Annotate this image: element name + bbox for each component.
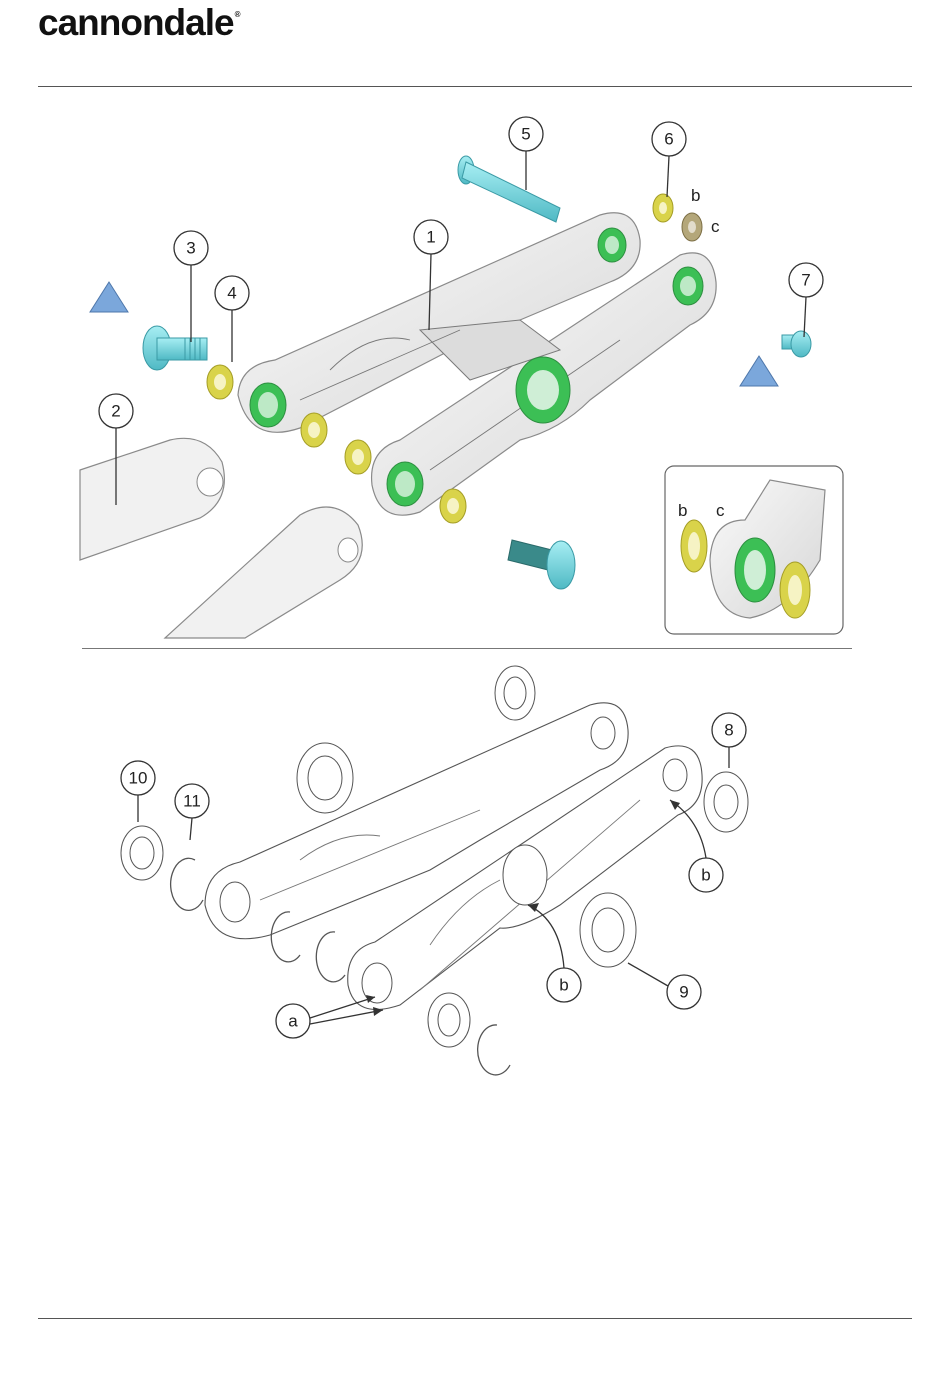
- label-b-top: b: [691, 186, 700, 205]
- bolt-7: [782, 331, 811, 357]
- svg-text:3: 3: [186, 239, 195, 258]
- bolt-3: [143, 326, 207, 370]
- svg-text:10: 10: [129, 769, 148, 788]
- svg-text:b: b: [559, 976, 568, 995]
- svg-text:b: b: [701, 866, 710, 885]
- svg-text:a: a: [288, 1012, 298, 1031]
- rocker-link: [238, 213, 716, 515]
- svg-text:4: 4: [227, 284, 236, 303]
- callout-b-lower-left: b: [547, 968, 581, 1002]
- warning-triangle-left: [90, 282, 128, 312]
- callout-5: 5: [509, 117, 543, 151]
- callout-11: 11: [175, 784, 209, 818]
- svg-text:6: 6: [664, 130, 673, 149]
- inset-detail: [665, 466, 843, 634]
- callout-2: 2: [99, 394, 133, 428]
- bolt-lower: [508, 540, 575, 589]
- link-line-art: [205, 703, 702, 1010]
- bolt-5: [458, 156, 560, 222]
- callout-8: 8: [712, 713, 746, 747]
- svg-text:2: 2: [111, 402, 120, 421]
- warning-triangle-right: [740, 356, 778, 386]
- svg-text:8: 8: [724, 721, 733, 740]
- callout-10: 10: [121, 761, 155, 795]
- callout-a: a: [276, 1004, 310, 1038]
- callout-4: 4: [215, 276, 249, 310]
- label-c-top: c: [711, 217, 720, 236]
- bottom-figure: [121, 666, 748, 1075]
- callout-9: 9: [667, 975, 701, 1009]
- label-b-inset: b: [678, 501, 687, 520]
- callout-b-lower-right: b: [689, 858, 723, 892]
- svg-text:5: 5: [521, 125, 530, 144]
- svg-text:7: 7: [801, 271, 810, 290]
- svg-text:9: 9: [679, 983, 688, 1002]
- label-c-inset: c: [716, 501, 725, 520]
- svg-text:1: 1: [426, 228, 435, 247]
- callout-7: 7: [789, 263, 823, 297]
- frame-chainstay: [80, 438, 362, 638]
- svg-text:11: 11: [183, 792, 201, 811]
- top-figure: [80, 151, 843, 638]
- callout-1: 1: [414, 220, 448, 254]
- callout-3: 3: [174, 231, 208, 265]
- callout-6: 6: [652, 122, 686, 156]
